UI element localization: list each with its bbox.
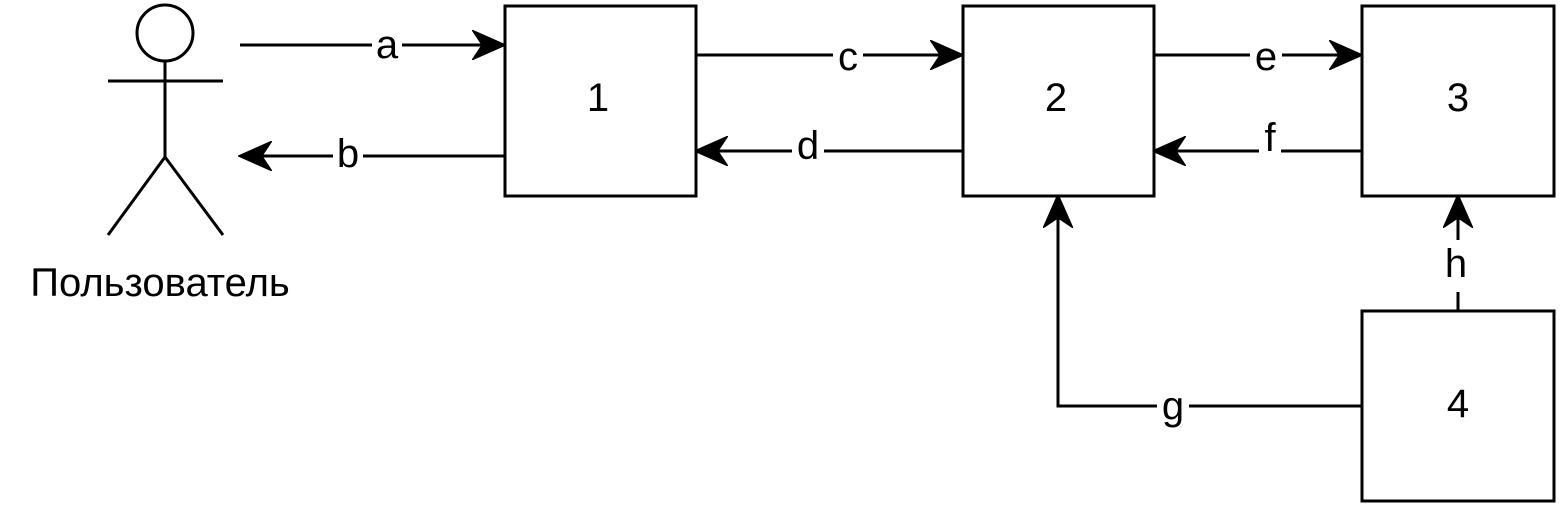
box-3: 3	[1360, 4, 1556, 198]
box-1-shape	[503, 4, 698, 198]
edge-h-label: h	[1445, 242, 1467, 286]
box-1-label: 1	[587, 76, 609, 120]
actor-leg-left	[106, 156, 167, 236]
edge-c-label-bg	[833, 38, 863, 74]
edge-g-line	[1058, 196, 1361, 408]
edge-f-label: f	[1264, 116, 1276, 160]
box-2: 2	[961, 4, 1156, 198]
edge-d-label: d	[797, 124, 819, 168]
edge-h-label-bg	[1440, 240, 1476, 292]
edge-b-label-bg	[333, 136, 363, 176]
actor-user: Пользователь	[30, 3, 290, 305]
edge-d-label-bg	[792, 128, 824, 168]
edge-e-label-bg	[1250, 38, 1282, 74]
actor-label: Пользователь	[30, 261, 290, 305]
box-4-shape	[1360, 309, 1556, 503]
edge-b-label: b	[337, 132, 359, 176]
box-4: 4	[1360, 309, 1556, 503]
edge-f: f	[1154, 116, 1361, 162]
box-1: 1	[503, 4, 698, 198]
edge-c-label: c	[838, 35, 858, 79]
edge-e: e	[1154, 35, 1361, 79]
edge-g-label: g	[1162, 384, 1184, 428]
actor-leg-right	[163, 156, 225, 236]
box-2-label: 2	[1045, 76, 1067, 120]
edge-f-label-bg	[1259, 118, 1281, 162]
edge-g-label-bg	[1157, 388, 1189, 432]
box-3-shape	[1360, 4, 1556, 198]
edge-h: h	[1440, 196, 1476, 310]
edge-a-label: a	[376, 23, 399, 67]
edge-c: c	[696, 35, 962, 79]
box-4-label: 4	[1447, 382, 1469, 426]
edge-g: g	[1058, 196, 1361, 432]
actor-head	[135, 3, 195, 63]
box-2-shape	[961, 4, 1156, 198]
edge-d: d	[696, 124, 962, 168]
box-3-label: 3	[1447, 76, 1469, 120]
edge-a-label-bg	[372, 28, 402, 64]
edge-a: a	[240, 23, 504, 67]
edge-e-label: e	[1255, 35, 1277, 79]
edge-b: b	[240, 132, 504, 176]
